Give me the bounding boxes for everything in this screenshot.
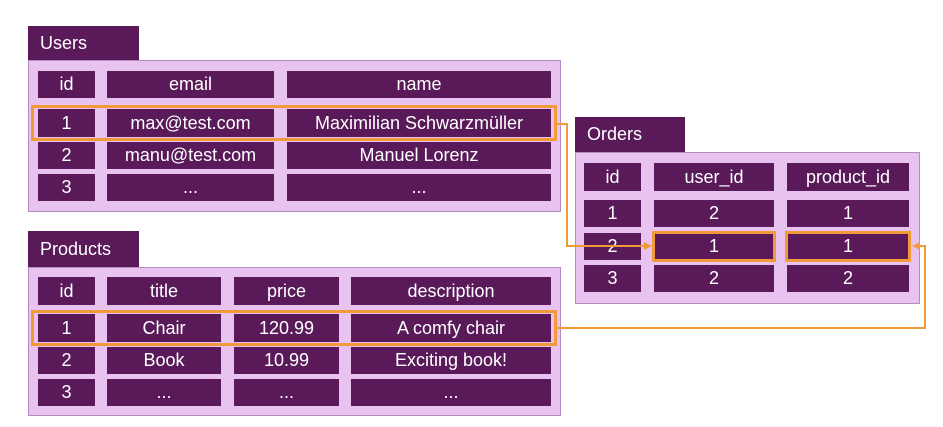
users-header-email: email	[107, 71, 274, 98]
products-cell-id: 3	[38, 379, 95, 406]
orders-user-id-highlight	[652, 231, 776, 262]
products-cell-title: ...	[107, 379, 221, 406]
products-row-highlight	[31, 310, 557, 346]
users-cell-email: manu@test.com	[107, 142, 274, 169]
orders-cell-user-id: 2	[654, 265, 774, 292]
orders-cell-user-id: 2	[654, 200, 774, 227]
orders-cell-id: 2	[584, 233, 641, 260]
users-header-id: id	[38, 71, 95, 98]
orders-header-id: id	[584, 163, 641, 191]
orders-cell-product-id: 1	[787, 200, 909, 227]
users-cell-email: ...	[107, 174, 274, 201]
products-cell-id: 2	[38, 347, 95, 374]
users-cell-name: Maximilian Schwarzmüller	[287, 109, 551, 137]
products-cell-price: ...	[234, 379, 339, 406]
products-header-id: id	[38, 277, 95, 305]
products-cell-description: A comfy chair	[351, 314, 551, 342]
products-cell-id: 1	[38, 314, 95, 342]
products-cell-price: 120.99	[234, 314, 339, 342]
users-row-highlight	[31, 105, 557, 141]
products-cell-price: 10.99	[234, 347, 339, 374]
products-table-title: Products	[28, 231, 139, 267]
users-table-title: Users	[28, 26, 139, 60]
users-cell-id: 3	[38, 174, 95, 201]
users-cell-id: 1	[38, 109, 95, 137]
orders-product-id-highlight	[785, 231, 911, 262]
orders-header-product-id: product_id	[787, 163, 909, 191]
users-cell-name: Manuel Lorenz	[287, 142, 551, 169]
products-cell-title: Chair	[107, 314, 221, 342]
users-header-name: name	[287, 71, 551, 98]
orders-cell-id: 1	[584, 200, 641, 227]
products-header-price: price	[234, 277, 339, 305]
users-cell-name: ...	[287, 174, 551, 201]
orders-cell-id: 3	[584, 265, 641, 292]
orders-table-title: Orders	[575, 117, 685, 152]
products-cell-description: ...	[351, 379, 551, 406]
orders-header-user-id: user_id	[654, 163, 774, 191]
users-cell-email: max@test.com	[107, 109, 274, 137]
products-header-description: description	[351, 277, 551, 305]
users-cell-id: 2	[38, 142, 95, 169]
orders-cell-product-id: 2	[787, 265, 909, 292]
products-header-title: title	[107, 277, 221, 305]
products-cell-description: Exciting book!	[351, 347, 551, 374]
products-cell-title: Book	[107, 347, 221, 374]
